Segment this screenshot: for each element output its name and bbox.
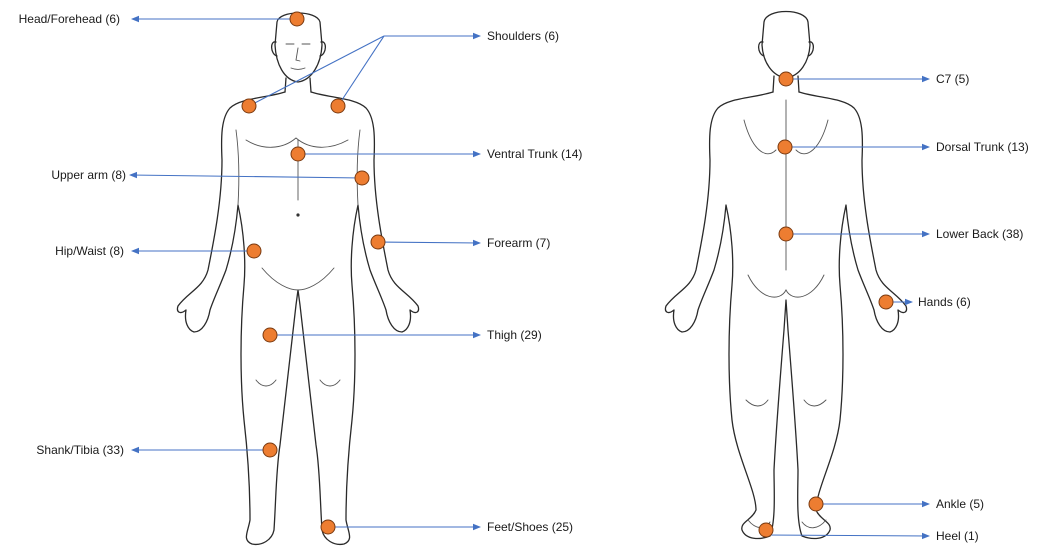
- head-label: Head/Forehead (6): [19, 12, 120, 26]
- dorsal-trunk-label: Dorsal Trunk (13): [936, 140, 1029, 154]
- forearm-label: Forearm (7): [487, 236, 550, 250]
- c7-marker: [779, 72, 793, 86]
- feet-shoes-label: Feet/Shoes (25): [487, 520, 573, 534]
- feet-shoes-marker: [321, 520, 335, 534]
- thigh-marker: [263, 328, 277, 342]
- shoulder-right-marker: [331, 99, 345, 113]
- c7-label: C7 (5): [936, 72, 969, 86]
- hip-waist-marker: [247, 244, 261, 258]
- heel-label: Heel (1): [936, 529, 979, 543]
- heel-marker: [759, 523, 773, 537]
- back-annotations: C7 (5) Dorsal Trunk (13) Lower Back (38)…: [759, 72, 1029, 543]
- ankle-marker: [809, 497, 823, 511]
- front-body-figure: [177, 13, 418, 544]
- forearm-arrow: [378, 242, 480, 243]
- back-body-figure: [665, 12, 906, 539]
- shank-tibia-label: Shank/Tibia (33): [36, 443, 124, 457]
- upper-arm-marker: [355, 171, 369, 185]
- lower-back-marker: [779, 227, 793, 241]
- heel-arrow: [766, 535, 929, 536]
- head-marker: [290, 12, 304, 26]
- ventral-trunk-label: Ventral Trunk (14): [487, 147, 582, 161]
- shoulders-connector-right: [338, 36, 384, 106]
- shank-tibia-marker: [263, 443, 277, 457]
- dorsal-trunk-marker: [778, 140, 792, 154]
- hip-waist-label: Hip/Waist (8): [55, 244, 124, 258]
- upper-arm-label: Upper arm (8): [51, 168, 126, 182]
- hands-marker: [879, 295, 893, 309]
- upper-arm-arrow: [130, 175, 362, 178]
- forearm-marker: [371, 235, 385, 249]
- thigh-label: Thigh (29): [487, 328, 542, 342]
- lower-back-label: Lower Back (38): [936, 227, 1023, 241]
- ventral-trunk-marker: [291, 147, 305, 161]
- shoulders-label: Shoulders (6): [487, 29, 559, 43]
- ankle-label: Ankle (5): [936, 497, 984, 511]
- front-annotations: Head/Forehead (6) Shoulders (6) Ventral …: [19, 12, 583, 534]
- hands-label: Hands (6): [918, 295, 971, 309]
- shoulder-left-marker: [242, 99, 256, 113]
